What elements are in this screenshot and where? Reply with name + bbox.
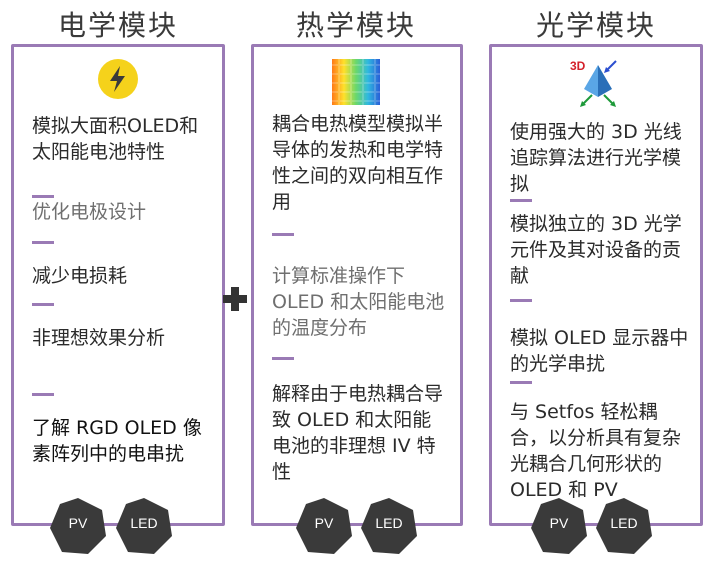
pv-badge-hexagon-icon <box>50 498 106 554</box>
electrical-item-4: 非理想效果分析 <box>32 327 166 349</box>
thermal-module-panel: 耦合电热模型模拟半导体的发热和电学特性之间的双向相互作用 计算标准操作下 OLE… <box>251 44 463 526</box>
led-badge-label: LED <box>375 515 403 531</box>
divider <box>32 393 54 396</box>
pv-badge-label: PV <box>549 515 569 531</box>
pv-badge: PV <box>529 496 589 556</box>
optical-module-title: 光学模块 <box>535 9 656 42</box>
led-badge: LED <box>594 496 654 556</box>
3d-label: 3D <box>570 59 586 73</box>
electrical-module-title: 电学模块 <box>57 9 178 42</box>
optical-item-3: 模拟 OLED 显示器中的光学串扰 <box>510 327 689 375</box>
heat-map-icon <box>332 59 380 105</box>
thermal-item-3: 解释由于电热耦合导致 OLED 和太阳能电池的非理想 IV 特性 <box>272 383 444 483</box>
led-badge-hexagon-icon <box>116 498 172 554</box>
divider <box>32 195 54 198</box>
led-badge-hexagon-icon <box>361 498 417 554</box>
divider <box>32 241 54 244</box>
pv-badge: PV <box>294 496 354 556</box>
electrical-item-5: 了解 RGD OLED 像素阵列中的电串扰 <box>32 417 202 465</box>
divider <box>510 199 532 202</box>
pv-badge: PV <box>48 496 108 556</box>
pv-badge-label: PV <box>68 515 88 531</box>
led-badge-hexagon-icon <box>596 498 652 554</box>
led-badge: LED <box>359 496 419 556</box>
pv-badge-hexagon-icon <box>296 498 352 554</box>
divider <box>510 381 532 384</box>
thermal-item-2: 计算标准操作下 OLED 和太阳能电池的温度分布 <box>272 265 445 339</box>
divider <box>272 233 294 236</box>
pv-badge-label: PV <box>314 515 334 531</box>
led-badge: LED <box>114 496 174 556</box>
electrical-item-1: 模拟大面积OLED和太阳能电池特性 <box>32 115 199 163</box>
plus-icon <box>223 287 247 311</box>
lightning-bolt-icon <box>98 59 138 99</box>
thermal-item-1: 耦合电热模型模拟半导体的发热和电学特性之间的双向相互作用 <box>272 113 444 213</box>
optical-item-4: 与 Setfos 轻松耦合，以分析具有复杂光耦合几何形状的 OLED 和 PV <box>510 401 682 501</box>
divider <box>272 357 294 360</box>
electrical-item-3: 减少电损耗 <box>32 265 128 287</box>
divider <box>510 299 532 302</box>
electrical-module-panel: 模拟大面积OLED和太阳能电池特性 优化电极设计 减少电损耗 非理想效果分析 了… <box>11 44 225 526</box>
3d-pyramid-icon: 3D <box>570 59 617 107</box>
electrical-item-2: 优化电极设计 <box>32 201 147 223</box>
optical-item-2: 模拟独立的 3D 光学元件及其对设备的贡献 <box>510 213 682 287</box>
pv-badge-hexagon-icon <box>531 498 587 554</box>
led-badge-label: LED <box>610 515 638 531</box>
optical-module-panel: 3D 使用强大的 3D 光线追踪算法进行光学模拟 模拟独立的 3D 光学元件及其… <box>489 44 703 526</box>
led-badge-label: LED <box>130 515 158 531</box>
optical-item-1: 使用强大的 3D 光线追踪算法进行光学模拟 <box>510 121 682 195</box>
divider <box>32 303 54 306</box>
thermal-module-title: 热学模块 <box>295 9 416 42</box>
